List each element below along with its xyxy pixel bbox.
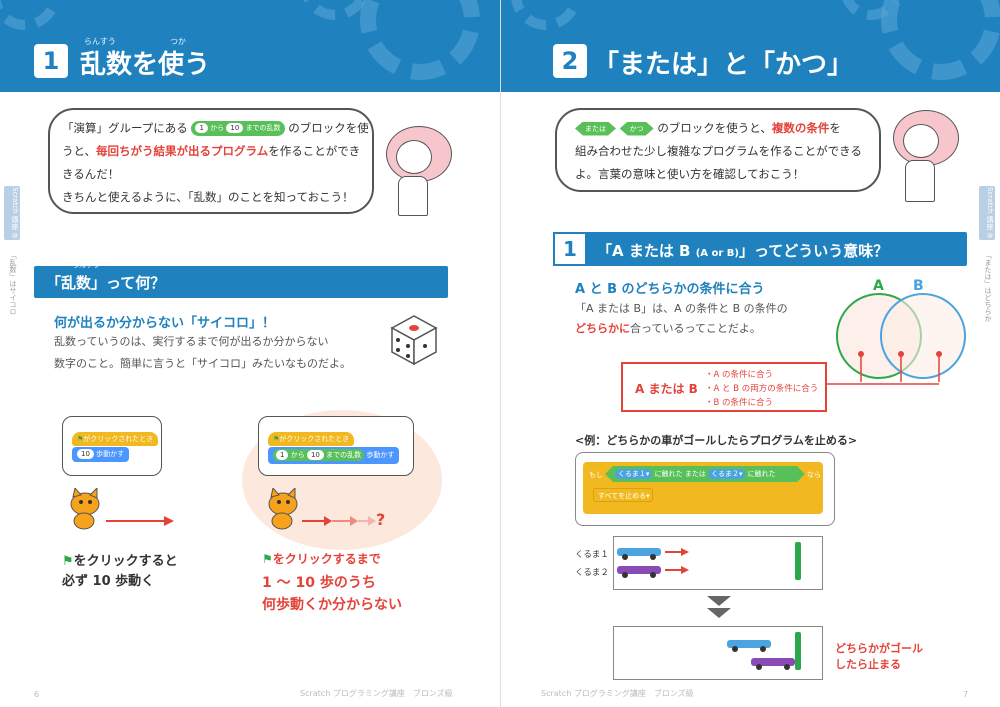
chapter-header: 1 らんすう つか 乱数を使う <box>0 0 500 92</box>
car2-dropdown[interactable]: くるま２▾ <box>708 469 746 479</box>
caption1: ⚑をクリックすると <box>62 554 178 569</box>
side-tab: Scratch 講座 ⑩ <box>4 186 20 240</box>
stop-all-block[interactable]: すべてを止める▾ <box>593 488 653 502</box>
intro-line1: 「演算」グループにある 1 から 10 までの乱数 のブロックを使 <box>62 121 369 136</box>
legend-item: ・A と B の両方の条件に合う <box>705 384 819 394</box>
venn-label-a: A <box>873 278 884 294</box>
section-header: 1 「A または B (A or B)」ってどういう意味？ <box>553 232 967 266</box>
if-block: もし くるま１▾ に触れた または くるま２▾ に触れた なら すべてを止める▾ <box>583 462 823 514</box>
car1-dropdown[interactable]: くるま１▾ <box>615 469 653 479</box>
intro-line1: または かつ のブロックを使うと、複数の条件を <box>575 117 841 140</box>
ruby: らんすう <box>84 37 116 46</box>
caption2: ⚑をクリックするまで <box>262 552 381 566</box>
question-mark: ? <box>376 510 386 529</box>
side-tab: Scratch 講座 ⑩ <box>979 186 995 240</box>
cars-icon <box>617 548 689 578</box>
section-header: 「乱数」って何？ らんすう <box>34 261 448 298</box>
venn-label-b: B <box>913 278 924 294</box>
footer-text: Scratch プログラミング講座 ブロンズ級 <box>541 689 694 698</box>
body-text: 数字のこと。簡単に言うと「サイコロ」みたいなものだよ。 <box>54 357 351 370</box>
chapter-number: 1 <box>34 44 68 78</box>
move-block: 10 歩動かす <box>72 447 130 462</box>
caption1-line2: 必ず 10 歩動く <box>62 574 155 589</box>
gear-icon <box>511 0 581 30</box>
intro-line4: きちんと使えるように、「乱数」のことを知っておこう！ <box>62 190 354 204</box>
or-condition <box>605 466 805 482</box>
when-flag-clicked-block: ⚑がクリックされたとき <box>72 432 159 446</box>
gear-icon <box>881 0 1000 80</box>
code-bubble <box>258 416 414 476</box>
intro-line3: きるんだ！ <box>62 167 120 181</box>
intro-line2: 組み合わせた少し複雑なプログラムを作ることができる <box>575 144 862 158</box>
side-text: 「または」はどちらか <box>984 252 992 322</box>
speech-bubble <box>555 108 881 192</box>
result-line1: どちらかがゴール <box>835 642 923 655</box>
goal-line <box>795 542 801 580</box>
left-page: 1 らんすう つか 乱数を使う 「演算」グループにある 1 から 10 までの乱… <box>0 0 500 699</box>
body-text: 乱数っていうのは、実行するまで何が出るか分からない <box>54 335 329 348</box>
chapter-header: 2 「または」と「かつ」 <box>501 0 1000 92</box>
caption2-line2: 1 〜 10 歩のうち <box>262 575 376 591</box>
race-track <box>613 626 823 680</box>
cars-finished-icon <box>727 640 795 670</box>
subheading: A と B のどちらかの条件に合う <box>575 282 765 297</box>
and-block: かつ <box>620 122 654 136</box>
then-label: なら <box>807 471 821 479</box>
scratch-cat-icon <box>70 488 100 530</box>
body-text: 「A または B」は、A の条件と B の条件の <box>575 302 788 315</box>
if-label: もし <box>589 471 603 479</box>
connector-line <box>827 383 939 385</box>
body-text: どちらかに合っているってことだよ。 <box>575 322 761 335</box>
legend-item: ・B の条件に合う <box>705 398 774 408</box>
caption2-line3: 何歩動くか分からない <box>262 597 402 613</box>
legend-item: ・A の条件に合う <box>705 370 774 380</box>
right-page: 2 「または」と「かつ」 または かつ のブロックを使うと、複数の条件を 組み合… <box>500 0 1000 707</box>
side-text: 「乱数」はサイコロ <box>9 252 17 315</box>
or-block: または <box>575 122 616 136</box>
venn-diagram <box>836 293 966 382</box>
chapter-title: 「または」と「かつ」 <box>593 50 854 80</box>
arrows-icon <box>302 516 376 526</box>
subheading: 何が出るか分からない「サイコロ」！ <box>54 316 276 331</box>
legend-box <box>621 362 827 412</box>
move-random-block: 1 から 10 までの乱数 歩動かす <box>268 447 400 464</box>
down-arrow-icon <box>707 596 731 618</box>
page-number: 6 <box>34 690 40 699</box>
goal-line <box>795 632 801 670</box>
gear-icon <box>0 0 60 30</box>
example-title: <例：どちらかの車がゴールしたらプログラムを止める> <box>575 434 858 447</box>
gear-icon <box>360 0 480 80</box>
intro-line3: よ。言葉の意味と使い方を確認しておこう！ <box>575 167 805 181</box>
code-bubble <box>62 416 162 476</box>
chapter-number: 2 <box>553 44 587 78</box>
ruby: つか <box>170 37 186 46</box>
when-flag-clicked-block: ⚑がクリックされたとき <box>268 432 355 446</box>
page-number: 7 <box>963 690 969 699</box>
speech-bubble <box>48 108 374 214</box>
footer-text: Scratch プログラミング講座 ブロンズ級 <box>300 689 453 698</box>
chapter-title: 乱数を使う <box>80 50 211 80</box>
result-line2: したら止まる <box>835 658 901 671</box>
car2-label: くるま２ <box>575 568 609 578</box>
random-block: 1 から 10 までの乱数 <box>191 121 285 136</box>
race-track <box>613 536 823 590</box>
dice-icon <box>390 315 438 366</box>
car1-label: くるま１ <box>575 550 609 560</box>
scratch-cat-icon <box>268 488 298 530</box>
legend-title: A または B <box>635 382 698 396</box>
arrow-icon <box>106 516 174 526</box>
intro-line2: うと、毎回ちがう結果が出るプログラムを作ることができ <box>62 144 361 158</box>
